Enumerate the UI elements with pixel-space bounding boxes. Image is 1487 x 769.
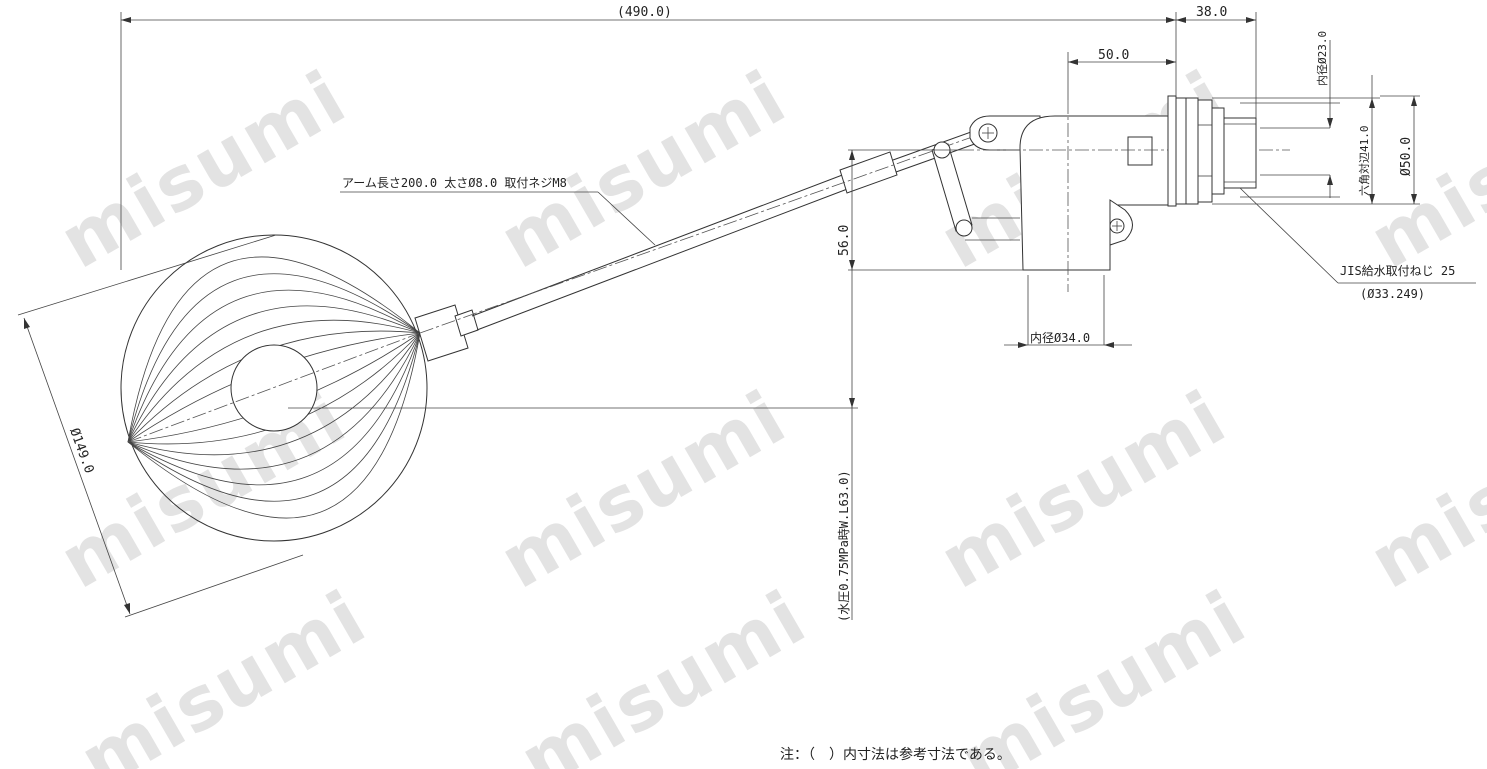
arrow [1166, 17, 1176, 23]
arrow [1369, 98, 1375, 108]
ball-meridian [127, 305, 421, 443]
ball-center-boss [230, 344, 318, 432]
valve-body [931, 100, 1290, 292]
arm-rod-bottom [476, 187, 851, 331]
washer-1 [1175, 97, 1187, 205]
watermark: misumi [46, 54, 361, 285]
arm-socket [414, 304, 469, 362]
dim-outer-dia: Ø50.0 [1399, 137, 1414, 176]
arrow [1068, 59, 1078, 65]
outlet-port [1127, 136, 1153, 166]
thread-assembly [1167, 95, 1257, 207]
ball-meridian [127, 332, 421, 486]
arrow [1104, 342, 1114, 348]
dim-flange-length: 38.0 [1196, 5, 1227, 20]
watermark: misumi [926, 374, 1241, 605]
dim-ball-dia: Ø149.0 [66, 426, 96, 475]
dimension-lines [17, 12, 1476, 620]
watermark: misumi [1356, 374, 1487, 605]
dim-inner-dia-top: 内径Ø23.0 [1315, 31, 1329, 86]
watermark: misumi [506, 574, 821, 769]
arrow [1018, 342, 1028, 348]
dim-height: 56.0 [837, 225, 852, 256]
ext-line [17, 234, 277, 316]
arrow [1327, 118, 1333, 128]
arm-coupling [839, 151, 898, 194]
dim-hex-across-flats: 六角対辺41.0 [1357, 126, 1371, 197]
arrow [24, 318, 30, 329]
dim-inner-dia-bottom: 内径Ø34.0 [1030, 331, 1090, 345]
arrow [121, 17, 131, 23]
watermark: misumi [946, 574, 1261, 769]
arm-callout: アーム長さ200.0 太さØ8.0 取付ネジM8 [342, 175, 567, 190]
thread-callout-line2: (Ø33.249) [1360, 287, 1425, 301]
threaded-nipple [1223, 117, 1257, 189]
ball-meridian [127, 332, 421, 470]
dim-valve-offset: 50.0 [1098, 48, 1129, 63]
arrow [849, 150, 855, 160]
arrow [1411, 194, 1417, 204]
ball-meridian [127, 332, 421, 502]
washer-2 [1185, 97, 1199, 205]
arrow [124, 603, 130, 614]
arrow [1369, 194, 1375, 204]
ball-meridian [127, 273, 421, 443]
ball-meridian [127, 332, 421, 456]
hex-collar [1211, 107, 1225, 195]
thread-callout-line1: JIS給水取付ねじ 25 [1340, 264, 1455, 278]
arrow [849, 398, 855, 408]
arrow [1176, 17, 1186, 23]
watermark: misumi [46, 374, 361, 605]
lever-pin-bottom [955, 219, 973, 237]
footnote: 注：（ ）内寸法は参考寸法である。 [780, 746, 1011, 763]
ball-float [120, 234, 428, 542]
leader-line [597, 191, 656, 246]
watermark: misumi [1356, 54, 1487, 285]
ext-line [124, 554, 304, 618]
dim-overall-length: (490.0) [617, 5, 672, 20]
arrow [849, 260, 855, 270]
ball-meridian [127, 332, 421, 519]
dimension-labels: (490.0) 38.0 50.0 内径Ø23.0 六角対辺41.0 Ø50.0… [66, 5, 1455, 763]
arrow [1411, 96, 1417, 106]
hex-nut [1197, 99, 1213, 203]
arrow [1327, 175, 1333, 185]
arrow [1246, 17, 1256, 23]
leader-line [1239, 187, 1339, 284]
arm-assembly [414, 117, 1021, 362]
ball-outline [120, 234, 428, 542]
arm-axis [419, 119, 1021, 334]
flange-washer [1167, 95, 1177, 207]
pressure-callout: (水圧0.75MPa時W.L63.0) [837, 470, 851, 622]
watermark: misumi [486, 374, 801, 605]
ball-meridian [127, 289, 421, 443]
dim-line-149 [23, 317, 131, 615]
watermark: misumi [66, 574, 381, 769]
ball-meridian [127, 256, 421, 443]
arrow [1166, 59, 1176, 65]
ball-meridian [127, 319, 421, 443]
ball-axis [127, 332, 421, 443]
